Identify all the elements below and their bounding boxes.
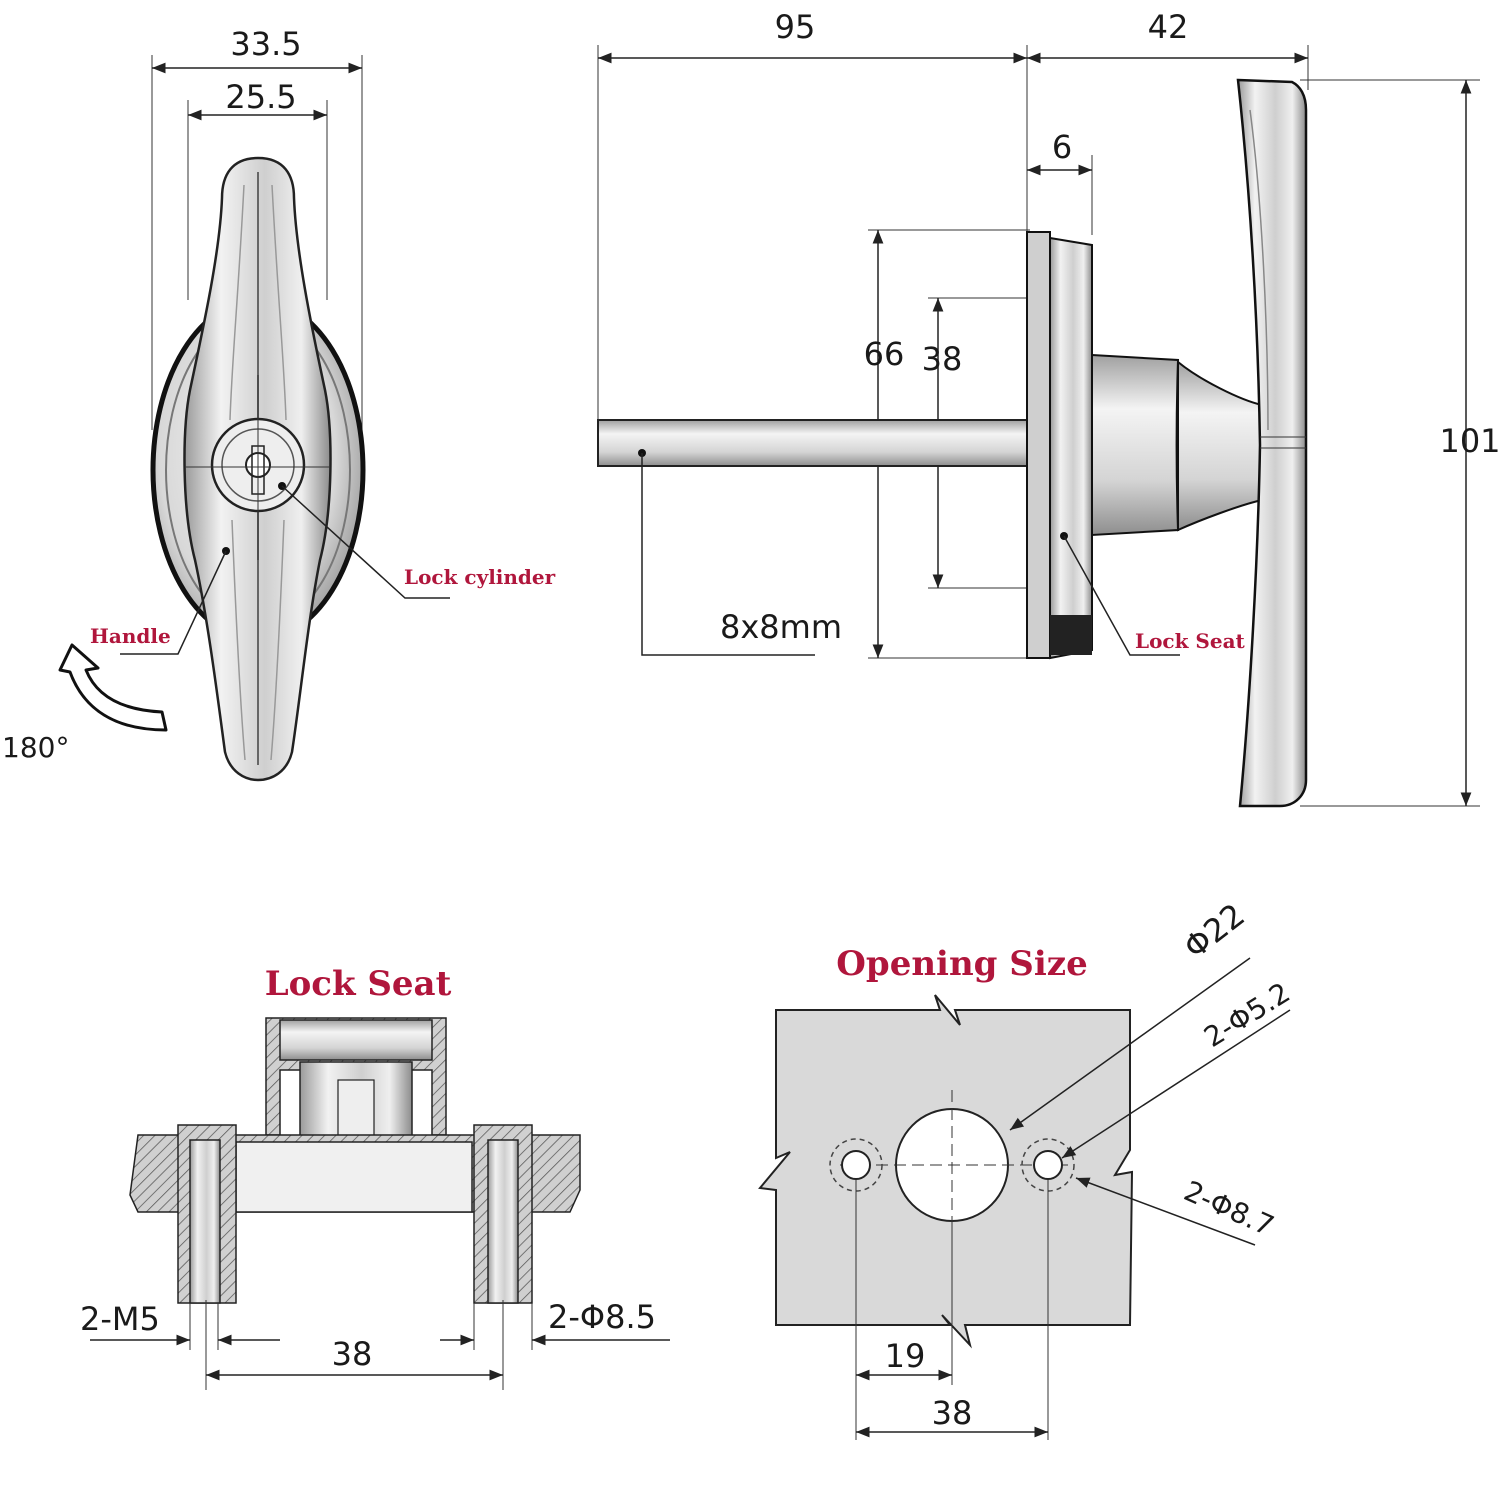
lock-seat-flange bbox=[1026, 231, 1051, 659]
lock-seat-section: Lock Seat 2-M5 2-Φ8.5 38 bbox=[80, 964, 670, 1390]
label-counter-holes: 2-Φ8.7 bbox=[1179, 1174, 1279, 1243]
label-center-hole: Φ22 bbox=[1177, 896, 1252, 967]
mounting-hole-left bbox=[841, 1150, 871, 1180]
mounting-hole-right bbox=[1033, 1150, 1063, 1180]
dim-width-inner: 25.5 bbox=[225, 78, 296, 116]
dim-handle-depth: 42 bbox=[1148, 8, 1189, 46]
side-view: 95 42 6 66 38 8x8mm Lock Seat bbox=[597, 8, 1500, 808]
opening-size: Opening Size Φ22 2-Φ5.2 2-Φ8.7 19 bbox=[758, 896, 1296, 1440]
dim-seat-thickness: 6 bbox=[1052, 128, 1072, 166]
dim-opening-spacing: 38 bbox=[932, 1394, 973, 1432]
front-view: 33.5 25.5 Lock cylinder Handle 180° bbox=[2, 25, 556, 782]
label-thread: 2-M5 bbox=[80, 1300, 160, 1338]
label-pin-diameter: 2-Φ8.5 bbox=[548, 1298, 656, 1336]
dim-width-outer: 33.5 bbox=[230, 25, 301, 63]
square-shaft bbox=[597, 419, 1029, 467]
dim-seat-spacing: 38 bbox=[332, 1335, 373, 1373]
dim-total-height: 101 bbox=[1439, 422, 1500, 460]
dim-shaft-length: 95 bbox=[775, 8, 816, 46]
dim-seat-height: 66 bbox=[864, 335, 905, 373]
handle-side-profile bbox=[1236, 78, 1308, 808]
label-handle: Handle bbox=[90, 624, 171, 648]
label-lock-cylinder: Lock cylinder bbox=[404, 565, 556, 589]
dim-bolt-spacing: 38 bbox=[922, 340, 963, 378]
opening-size-title: Opening Size bbox=[836, 944, 1087, 984]
label-lock-seat: Lock Seat bbox=[1135, 629, 1246, 653]
dim-half-spacing: 19 bbox=[885, 1337, 926, 1375]
lock-seat-title: Lock Seat bbox=[265, 964, 452, 1004]
label-rotation: 180° bbox=[2, 731, 69, 764]
rotation-arrow-icon bbox=[58, 643, 168, 732]
label-shaft-size: 8x8mm bbox=[720, 608, 842, 646]
